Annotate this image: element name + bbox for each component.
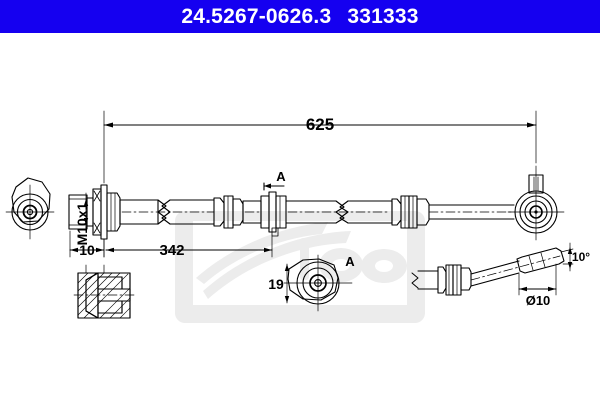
thread-spec-leader: [83, 192, 89, 232]
mid-crimp-ferrule: [213, 195, 244, 229]
section-a-marker-top: [263, 182, 285, 191]
section-marker-detail-label: A: [345, 254, 355, 269]
dimension-mid-342: [103, 235, 273, 258]
ate-watermark: ®: [175, 211, 425, 323]
section-marker-top-label: A: [276, 169, 286, 184]
part-number-header: 24.5267-0626.3 331333: [0, 0, 600, 33]
seal-cross-section-detail: [73, 264, 135, 319]
section-a-bracket-fitting: [260, 191, 287, 237]
left-end-view: [5, 177, 55, 240]
left-threaded-fitting: [68, 184, 121, 240]
drawing-canvas: ®: [0, 33, 600, 400]
dimension-label-342: 342: [159, 242, 184, 259]
dimension-label-diameter: Ø10: [526, 293, 551, 308]
right-banjo-eye: [507, 165, 565, 241]
reference-number-label: 331333: [347, 4, 419, 28]
section-a-detail-view: [283, 254, 353, 312]
dimension-label-625: 625: [306, 115, 334, 134]
hose-segment-left: [119, 199, 215, 225]
dimension-overall-625: [103, 110, 537, 184]
dimension-label-angle: 10°: [572, 250, 590, 264]
hose-segment-right: [285, 200, 393, 224]
right-tube-to-eye: [428, 204, 515, 220]
thread-spec-label: M10x1: [74, 202, 90, 245]
dimension-label-10-visible: 10: [79, 242, 95, 258]
part-number-label: 24.5267-0626.3: [181, 4, 332, 28]
dimension-label-19: 19: [268, 276, 284, 292]
hose-segment-mid: [242, 200, 262, 224]
right-crimp-ferrule: [391, 195, 430, 229]
angled-end-fitting-detail: [411, 242, 574, 296]
